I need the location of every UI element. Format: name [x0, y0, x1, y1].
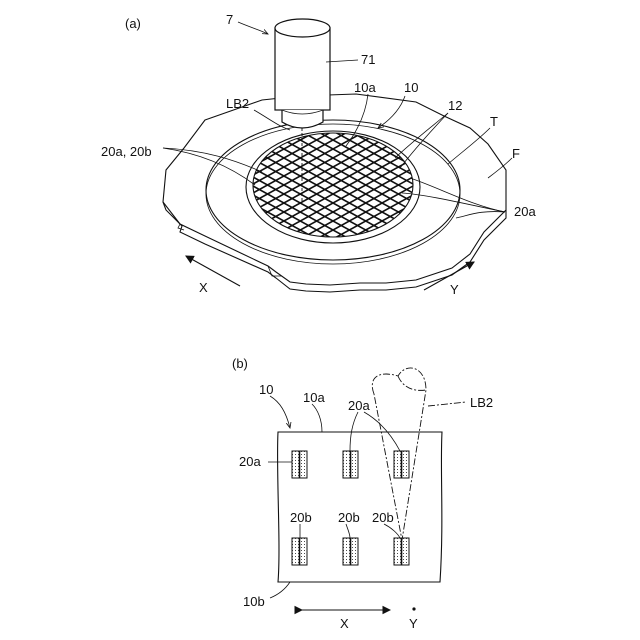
label-beam-a: LB2: [226, 96, 249, 111]
laser-head-top: [275, 19, 330, 37]
street-line: [213, 281, 453, 413]
street-line: [213, 290, 453, 422]
street-line: [213, 209, 453, 341]
mark-20a-center: [343, 451, 358, 478]
figure-b-label: (b): [232, 356, 248, 371]
street-line: [213, 236, 453, 368]
street-line: [213, 254, 453, 386]
label-axis-x-b: X: [340, 616, 349, 631]
street-line: [213, 2, 453, 134]
mark-20a-left: [292, 451, 307, 478]
label-mark-top-center: 20a: [348, 398, 370, 413]
device-grid: [213, 0, 453, 431]
label-streets: 12: [448, 98, 462, 113]
label-axis-y-b: Y: [409, 616, 418, 631]
label-beam-b: LB2: [470, 395, 493, 410]
street-line: [213, 0, 453, 80]
street-line: [213, 245, 453, 377]
label-wafer-b: 10: [259, 382, 273, 397]
street-line: [213, 11, 453, 143]
street-line: [213, 56, 453, 188]
street-line: [213, 110, 453, 242]
label-wafer-face-a: 10a: [354, 80, 376, 95]
label-axis-y-a: Y: [450, 282, 459, 297]
street-line: [213, 92, 453, 224]
leader-20b-right: [384, 524, 400, 538]
laser-processing-device: [275, 19, 330, 128]
street-line: [213, 218, 453, 350]
leader-head-71: [326, 60, 358, 62]
street-line: [213, 0, 453, 89]
label-tape: T: [490, 114, 498, 129]
street-line: [213, 0, 453, 89]
street-line: [213, 299, 453, 431]
label-wafer-back: 10b: [243, 594, 265, 609]
street-line: [213, 263, 453, 395]
street-line: [213, 200, 453, 332]
street-line: [213, 146, 453, 278]
street-line: [213, 101, 453, 233]
street-line: [213, 200, 453, 332]
leader-wafer-back-10b: [270, 582, 290, 598]
street-line: [213, 155, 453, 287]
leader-20b-center: [346, 524, 350, 538]
label-frame: F: [512, 146, 520, 161]
label-mark-bottom-center: 20b: [338, 510, 360, 525]
street-line: [213, 290, 453, 422]
label-wafer-a: 10: [404, 80, 418, 95]
street-line: [213, 299, 453, 431]
street-line: [213, 56, 453, 188]
street-line: [213, 218, 453, 350]
leader-beam-lb2-b: [428, 402, 466, 406]
leader-marks-right-2: [402, 193, 505, 212]
label-marks-left: 20a, 20b: [101, 144, 152, 159]
label-mark-bottom-right: 20b: [372, 510, 394, 525]
mark-20b-center: [343, 538, 358, 565]
laser-beam-lb2-cone-rim: [398, 376, 426, 390]
street-line: [213, 137, 453, 269]
label-wafer-face-b: 10a: [303, 390, 325, 405]
leader-wafer-face-10a-b: [312, 404, 322, 432]
label-marks-right: 20a: [514, 204, 536, 219]
street-line: [213, 0, 453, 80]
street-line: [213, 254, 453, 386]
leader-tape-t: [448, 128, 490, 164]
label-mark-bottom-left: 20b: [290, 510, 312, 525]
street-line: [213, 2, 453, 134]
axis-x-arrow-a: [186, 256, 240, 286]
label-mark-top-left: 20a: [239, 454, 261, 469]
street-line: [213, 263, 453, 395]
mark-20b-left: [292, 538, 307, 565]
street-line: [213, 0, 453, 71]
street-line: [213, 236, 453, 368]
leader-streets-12b: [400, 113, 448, 168]
street-line: [213, 11, 453, 143]
street-line: [213, 281, 453, 413]
axis-y-dot-b: [412, 607, 415, 610]
label-device: 7: [226, 12, 233, 27]
label-head: 71: [361, 52, 375, 67]
laser-head-body: [275, 28, 330, 110]
leader-device-7: [238, 22, 268, 34]
laser-head-nozzle: [282, 110, 323, 128]
figure-a-label: (a): [125, 16, 141, 31]
label-axis-x-a: X: [199, 280, 208, 295]
street-line: [213, 47, 453, 179]
street-line: [213, 209, 453, 341]
mark-20b-right: [394, 538, 409, 565]
leader-wafer-10-b: [270, 396, 290, 428]
street-line: [213, 47, 453, 179]
street-line: [213, 164, 453, 296]
leader-wafer-10: [378, 96, 405, 128]
axis-y-arrow-a: [424, 262, 474, 290]
street-line: [213, 245, 453, 377]
leader-marks-right-3: [456, 212, 505, 218]
mark-20a-right: [394, 451, 409, 478]
street-line: [213, 0, 453, 71]
annular-frame: [163, 94, 506, 285]
